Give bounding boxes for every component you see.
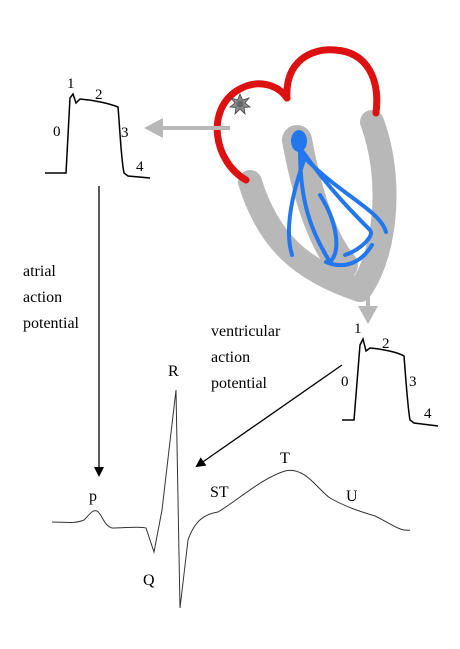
- ecg-label-st: ST: [210, 484, 229, 501]
- ecg-trace: p Q R ST T U: [51, 363, 411, 609]
- conduction-system: [286, 130, 388, 268]
- left-atrium: [283, 46, 381, 117]
- atrial-phase-2: 2: [95, 87, 103, 103]
- right-atrium: [213, 80, 291, 184]
- atrial-caption: atrial action potential: [23, 263, 80, 332]
- atrial-phase-1: 1: [67, 76, 75, 92]
- atrial-phase-4: 4: [136, 159, 144, 175]
- atrial-gray-arrow-head: [144, 118, 163, 138]
- ventricle-right-wall: [348, 110, 397, 302]
- ecg-waveform: [51, 389, 411, 609]
- purkinje-left: [286, 158, 306, 257]
- ventricular-phase-0: 0: [341, 374, 349, 390]
- purkinje-apex: [324, 243, 374, 268]
- ventricular-gray-arrow-head: [358, 306, 378, 324]
- av-node: [291, 130, 307, 152]
- sa-node-spark-icon: [228, 92, 252, 116]
- purkinje-right: [300, 153, 388, 234]
- atrial-caption-line-3: potential: [23, 315, 80, 332]
- heart-to-ap-arrows: [144, 118, 378, 324]
- atrial-action-potential: 0 1 2 3 4: [45, 76, 151, 179]
- ventricular-caption-line-3: potential: [211, 375, 268, 392]
- heart: [213, 46, 397, 302]
- ventricular-phase-2: 2: [382, 336, 390, 352]
- ecg-label-r: R: [168, 363, 179, 380]
- ventricular-caption: ventricular action potential: [211, 323, 281, 392]
- ventricular-to-qrs-arrow: [195, 364, 343, 468]
- atrial-ap-trace: [45, 92, 151, 179]
- ecg-label-u: U: [346, 488, 358, 505]
- bundle-branch-right: [301, 150, 373, 257]
- ventricular-caption-line-2: action: [211, 349, 250, 366]
- ventricular-caption-line-1: ventricular: [211, 323, 281, 340]
- atrial-phase-0: 0: [53, 124, 61, 140]
- ventricular-phase-3: 3: [409, 374, 417, 390]
- atrial-caption-line-2: action: [23, 289, 62, 306]
- atrial-phase-3: 3: [121, 125, 129, 141]
- ecg-label-p: p: [89, 488, 97, 505]
- ventricular-phase-4: 4: [424, 406, 432, 422]
- ventricular-ap-trace: [342, 336, 439, 427]
- atrial-caption-line-1: atrial: [23, 263, 56, 280]
- ventricular-phase-1: 1: [354, 321, 362, 337]
- ventricular-action-potential: 0 1 2 3 4: [341, 321, 439, 427]
- ecg-label-q: Q: [143, 572, 155, 589]
- ecg-label-t: T: [280, 450, 290, 467]
